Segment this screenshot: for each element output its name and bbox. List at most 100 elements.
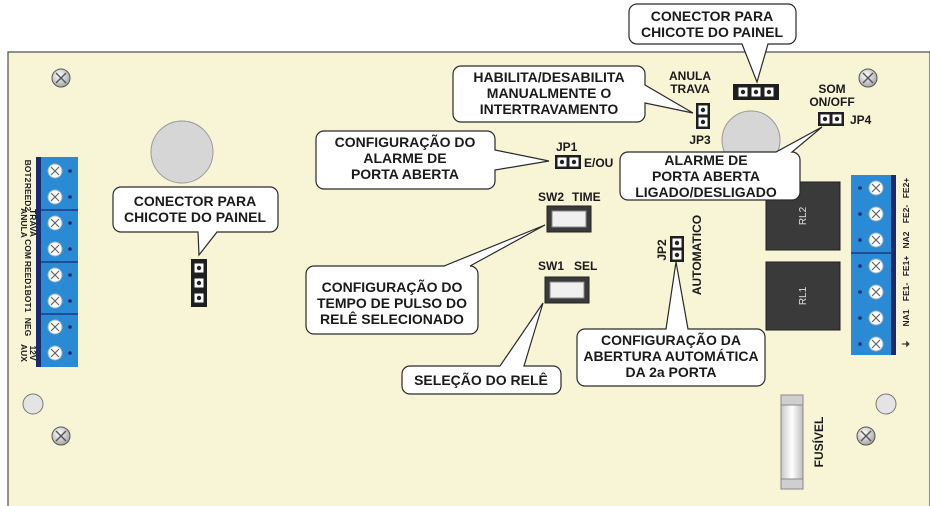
screw-icon <box>51 68 71 88</box>
callout-text: CHICOTE DO PAINEL <box>124 209 267 225</box>
fusivel-label: FUSÍVEL <box>811 417 826 468</box>
mounting-hole <box>875 393 897 415</box>
terminal-dot <box>858 264 862 268</box>
right-terminal-label: NA2 <box>901 231 911 248</box>
jp3-label: JP3 <box>689 133 711 147</box>
terminal-dot <box>68 273 72 277</box>
callout-text: HABILITA/DESABILITA <box>473 69 624 85</box>
callout-habilita: HABILITA/DESABILITA MANUALMENTE O INTERT… <box>452 65 694 123</box>
callout-abertura-auto: CONFIGURAÇÃO DA ABERTURA AUTOMÁTICA DA 2… <box>576 261 766 387</box>
left-terminal-label: BOT2 <box>23 160 33 183</box>
terminal-dot <box>68 325 72 329</box>
callout-text: INTERTRAVAMENTO <box>480 101 619 117</box>
jp2-label: JP2 <box>655 239 669 261</box>
callout-text: CONECTOR PARA <box>651 8 773 24</box>
terminal-dot <box>68 169 72 173</box>
callout-text: ALARME DE <box>664 152 747 168</box>
terminal-screw-icon <box>47 293 63 309</box>
terminal-dot <box>858 342 862 346</box>
terminal-dot <box>68 195 72 199</box>
som-label: SOM <box>818 82 845 96</box>
callout-text: ALARME DE <box>363 150 446 166</box>
callout-conector-top: CONECTOR PARA CHICOTE DO PAINEL <box>628 3 797 84</box>
left-terminal-label: AUX <box>19 344 29 362</box>
callout-tempo-pulso: CONFIGURAÇÃO DO TEMPO DE PULSO DO RELÊ S… <box>305 224 546 335</box>
panel-harness-connector-top <box>733 84 779 100</box>
right-terminal-label: FE2+ <box>901 178 911 199</box>
callout-text: DA 2a PORTA <box>625 364 716 380</box>
left-terminal-label: REED1 <box>23 261 33 290</box>
left-terminal-label: ANULA <box>19 208 29 238</box>
buzzer-component <box>150 120 214 184</box>
terminal-screw-icon <box>47 163 63 179</box>
left-terminal-label: TRAVA <box>28 209 38 237</box>
terminal-screw-icon <box>47 241 63 257</box>
screw-icon <box>858 68 878 88</box>
right-terminal-label: ⏚ <box>901 340 911 349</box>
screw-icon <box>856 426 876 446</box>
terminal-screw-icon <box>868 206 884 222</box>
terminal-dot <box>858 238 862 242</box>
terminal-screw-icon <box>47 267 63 283</box>
jumper-jp4[interactable] <box>818 112 844 126</box>
callout-text: CONFIGURAÇÃO DA <box>601 331 741 348</box>
panel-harness-connector-left <box>191 259 207 307</box>
onoff-label: ON/OFF <box>809 95 854 109</box>
callout-text: SELEÇÃO DO RELÊ <box>414 371 548 388</box>
left-terminal-label: REED2 <box>23 183 33 212</box>
terminal-screw-icon <box>47 345 63 361</box>
left-terminal-block <box>36 157 78 367</box>
jp1-label: JP1 <box>556 140 578 154</box>
terminal-screw-icon <box>47 215 63 231</box>
fuse-component <box>780 394 804 490</box>
callout-conector-left: CONECTOR PARA CHICOTE DO PAINEL <box>112 186 279 257</box>
right-terminal-label: FE2- <box>901 205 911 224</box>
terminal-dot <box>68 351 72 355</box>
relay-rl1 <box>765 261 841 331</box>
callout-text: CONECTOR PARA <box>134 193 256 209</box>
callout-text: TEMPO DE PULSO DO <box>317 295 467 311</box>
terminal-screw-icon <box>868 180 884 196</box>
callout-config-alarme: CONFIGURAÇÃO DO ALARME DE PORTA ABERTA <box>315 130 550 190</box>
terminal-dot <box>858 316 862 320</box>
jumper-jp2[interactable] <box>670 236 684 262</box>
left-terminal-label: COM <box>23 239 33 259</box>
right-terminal-label: FE1- <box>901 283 911 302</box>
callout-text: PORTA ABERTA <box>351 166 459 182</box>
trava-label: TRAVA <box>670 82 710 96</box>
terminal-dot <box>68 299 72 303</box>
terminal-screw-icon <box>47 189 63 205</box>
terminal-dot <box>858 212 862 216</box>
left-terminal-label: 12V <box>28 345 38 360</box>
terminal-screw-icon <box>868 232 884 248</box>
terminal-dot <box>858 290 862 294</box>
e-ou-label: E/OU <box>584 156 613 170</box>
terminal-screw-icon <box>868 258 884 274</box>
jp4-label: JP4 <box>850 113 872 127</box>
callout-text: CONFIGURAÇÃO DO <box>335 133 476 150</box>
callout-text: CHICOTE DO PAINEL <box>641 24 784 40</box>
callout-text: ABERTURA AUTOMÁTICA <box>583 348 758 364</box>
terminal-dot <box>68 221 72 225</box>
callout-text: CONFIGURAÇÃO DO <box>322 278 463 295</box>
fuse-cap <box>780 478 804 490</box>
switch-sw2[interactable] <box>546 205 592 233</box>
jumper-jp3[interactable] <box>696 103 710 129</box>
screw-icon <box>51 426 71 446</box>
left-terminal-label: BOT1 <box>23 290 33 313</box>
terminal-screw-icon <box>868 310 884 326</box>
relay-rl1-label: RL1 <box>798 286 809 305</box>
fuse-cap <box>780 394 804 406</box>
right-terminal-label: NA1 <box>901 309 911 326</box>
terminal-screw-icon <box>868 336 884 352</box>
sw1-label: SW1 <box>538 259 564 273</box>
right-terminal-label: FE1+ <box>901 256 911 277</box>
mounting-hole <box>22 393 44 415</box>
terminal-dot <box>68 247 72 251</box>
jumper-jp1[interactable] <box>555 155 581 169</box>
left-terminal-label: NEG <box>23 318 33 337</box>
automatico-label: AUTOMATICO <box>690 215 704 295</box>
sel-label: SEL <box>574 259 597 273</box>
switch-sw1[interactable] <box>544 276 590 304</box>
